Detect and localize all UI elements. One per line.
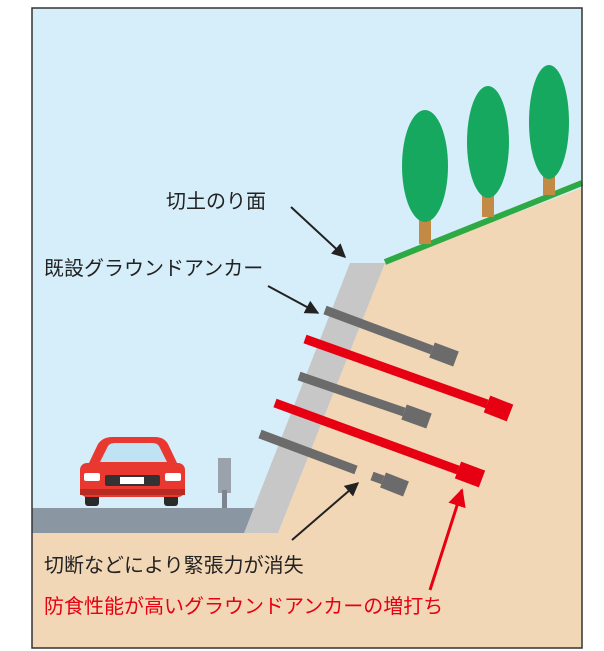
existing-anchor-cut	[258, 429, 409, 497]
slope-face	[244, 263, 385, 533]
new-anchor-label: 防食性能が高いグラウンドアンカーの増打ち	[44, 594, 444, 618]
new-anchor-1	[303, 334, 514, 422]
cut-slope-arrow	[290, 206, 347, 258]
existing-anchor-label: 既設グラウンドアンカー	[44, 256, 264, 280]
tree-icon	[529, 65, 569, 195]
grass-line	[383, 180, 584, 265]
existing-anchor-1	[323, 305, 459, 367]
signpost-icon	[218, 458, 231, 508]
tension-loss-arrow	[291, 482, 360, 541]
existing-anchor-arrow	[267, 285, 320, 314]
tree-icon	[467, 86, 509, 217]
tree-icon	[402, 110, 448, 244]
tension-loss-label: 切断などにより緊張力が消失	[44, 553, 304, 577]
existing-anchor-2	[297, 371, 432, 429]
road	[32, 508, 254, 533]
diagram-frame	[31, 7, 583, 649]
car-icon	[80, 437, 185, 506]
new-anchor-arrow	[428, 488, 466, 591]
cut-slope-label: 切土のり面	[166, 189, 266, 213]
new-anchor-2	[273, 398, 486, 488]
